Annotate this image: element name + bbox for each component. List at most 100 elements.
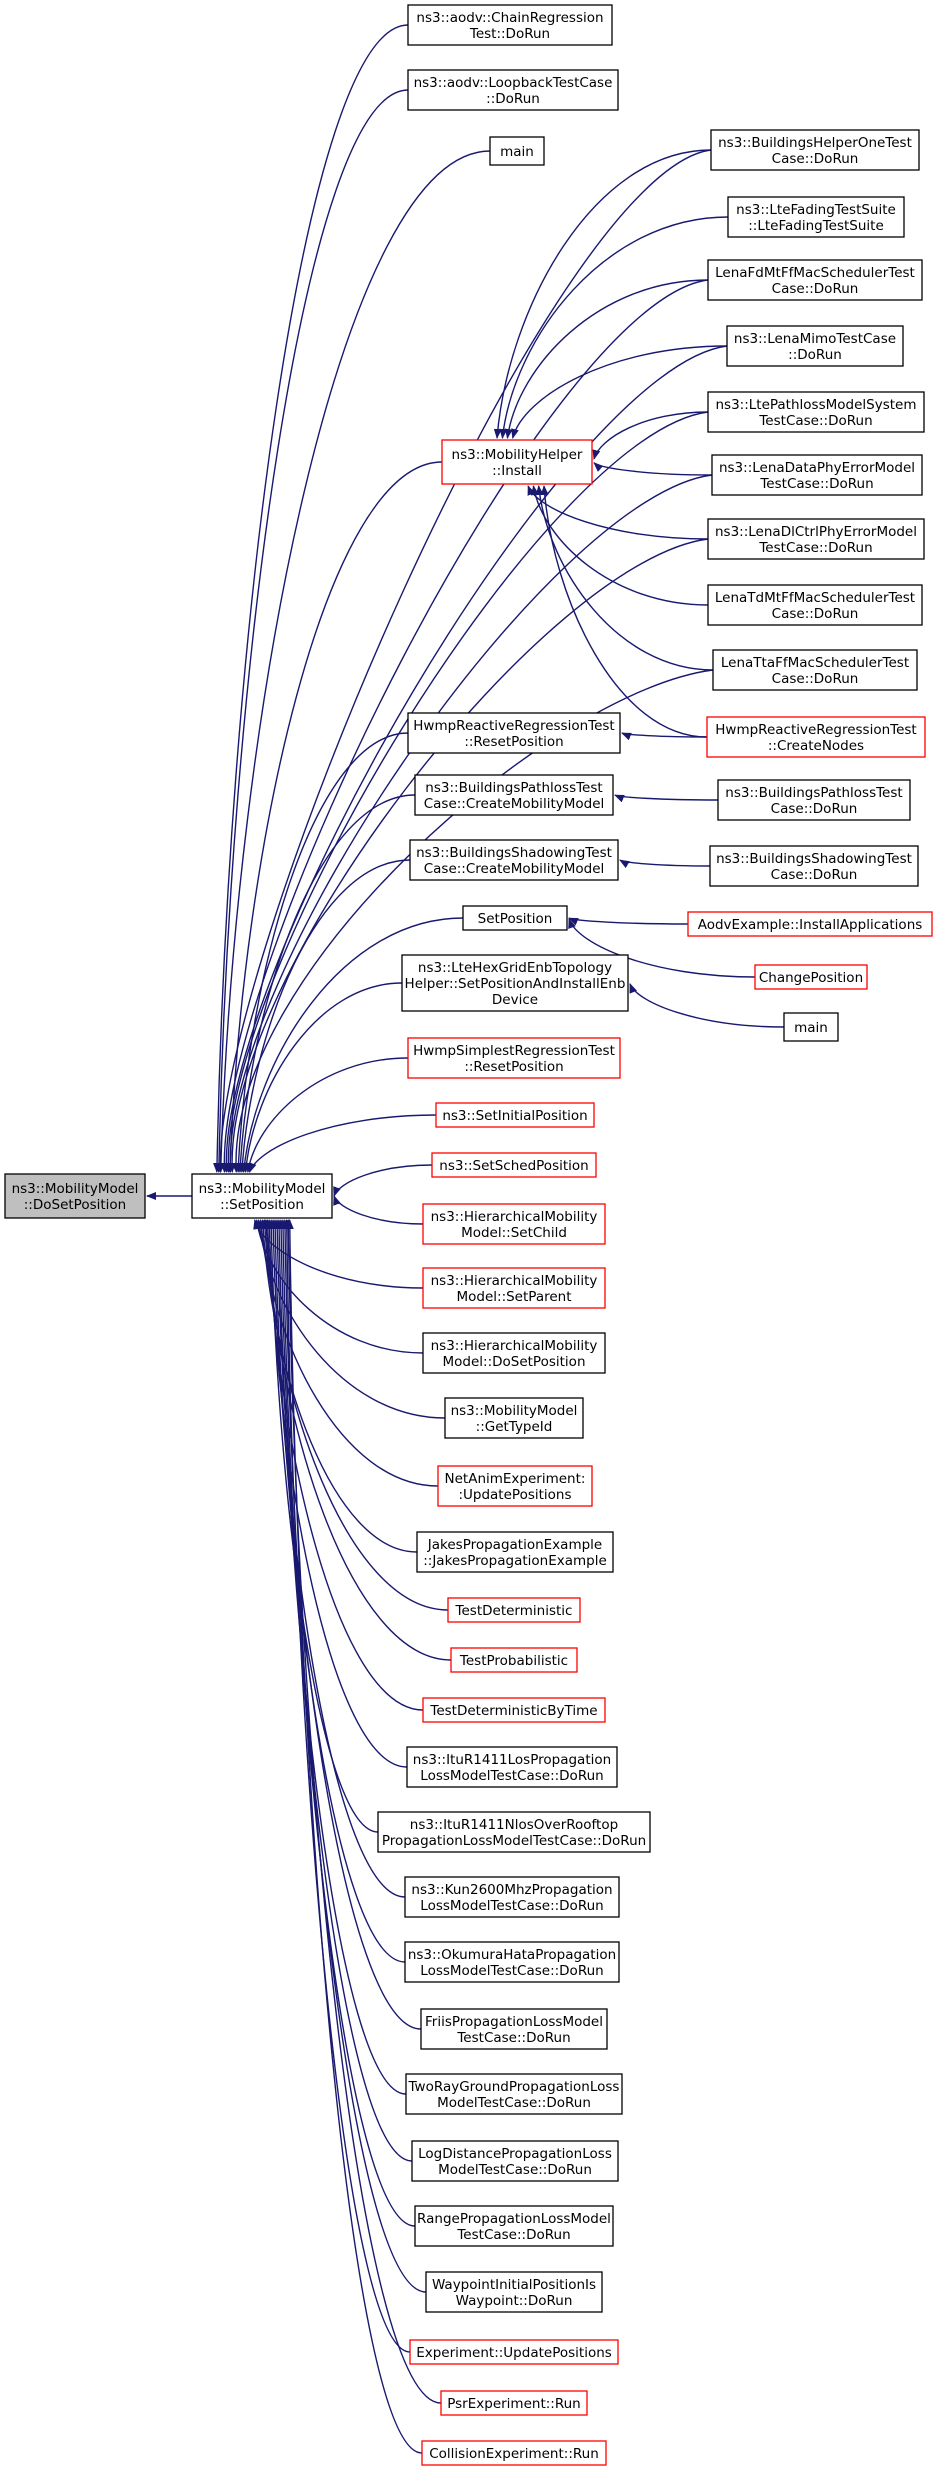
node-box <box>411 2140 619 2182</box>
graph-node-psr[interactable]: PsrExperiment::Run <box>440 2390 588 2416</box>
graph-node-main2[interactable]: main <box>783 1012 839 1042</box>
graph-node-aodvex[interactable]: AodvExample::InstallApplications <box>687 911 933 937</box>
graph-node-aodv-loop[interactable]: ns3::aodv::LoopbackTestCase::DoRun <box>407 69 619 111</box>
graph-node-collision[interactable]: CollisionExperiment::Run <box>421 2440 607 2466</box>
node-label: FriisPropagationLossModel <box>425 2014 603 2030</box>
graph-node-exp-update[interactable]: Experiment::UpdatePositions <box>409 2339 619 2365</box>
call-edge <box>225 474 713 1173</box>
graph-node-lenadlctrl[interactable]: ns3::LenaDlCtrlPhyErrorModelTestCase::Do… <box>707 518 925 560</box>
node-label: TestDeterministicByTime <box>429 1703 597 1719</box>
node-label: Case::CreateMobilityModel <box>424 796 605 812</box>
node-box <box>414 2205 614 2247</box>
graph-node-hwmp-reset[interactable]: HwmpReactiveRegressionTest::ResetPositio… <box>407 712 621 754</box>
node-label: AodvExample::InstallApplications <box>698 917 923 933</box>
graph-node-lenadata[interactable]: ns3::LenaDataPhyErrorModelTestCase::DoRu… <box>711 454 923 496</box>
node-label: ::DoRun <box>486 91 540 107</box>
node-label: Case::DoRun <box>772 671 859 687</box>
node-label: TestCase::DoRun <box>456 2030 570 2046</box>
graph-node-itunlos[interactable]: ns3::ItuR1411NlosOverRooftopPropagationL… <box>377 1811 651 1853</box>
node-label: ns3::MobilityModel <box>199 1181 326 1197</box>
graph-node-tworay[interactable]: TwoRayGroundPropagationLossModelTestCase… <box>405 2073 623 2115</box>
graph-node-mhinstall[interactable]: ns3::MobilityHelper::Install <box>441 439 593 485</box>
graph-node-jakes[interactable]: JakesPropagationExample::JakesPropagatio… <box>416 1531 614 1573</box>
graph-node-hier-doset[interactable]: ns3::HierarchicalMobilityModel::DoSetPos… <box>422 1332 606 1374</box>
call-edge <box>629 982 785 1028</box>
call-edge <box>216 150 491 1173</box>
graph-node-bsh-create[interactable]: ns3::BuildingsShadowingTestCase::CreateM… <box>409 839 619 881</box>
graph-node-ltefading[interactable]: ns3::LteFadingTestSuite::LteFadingTestSu… <box>727 196 905 238</box>
graph-node-testdettime[interactable]: TestDeterministicByTime <box>422 1697 606 1723</box>
call-edge <box>285 1219 423 2454</box>
node-label: TestCase::DoRun <box>758 413 872 429</box>
graph-node-changepos[interactable]: ChangePosition <box>754 964 868 990</box>
graph-node-lenamimo[interactable]: ns3::LenaMimoTestCase::DoRun <box>726 325 904 367</box>
graph-node-testprob[interactable]: TestProbabilistic <box>450 1647 578 1673</box>
node-label: ::JakesPropagationExample <box>423 1553 607 1569</box>
node-box <box>712 649 918 691</box>
graph-node-setinit[interactable]: ns3::SetInitialPosition <box>435 1102 595 1128</box>
graph-node-netanim[interactable]: NetAnimExperiment::UpdatePositions <box>437 1465 593 1507</box>
graph-node-okumura[interactable]: ns3::OkumuraHataPropagationLossModelTest… <box>404 1941 620 1983</box>
graph-node-setposition[interactable]: SetPosition <box>462 905 568 931</box>
node-box <box>435 1102 595 1128</box>
graph-node-ltepathloss[interactable]: ns3::LtePathlossModelSystemTestCase::DoR… <box>707 391 925 433</box>
node-box <box>707 259 923 301</box>
graph-node-hwmpsimplest[interactable]: HwmpSimplestRegressionTest::ResetPositio… <box>407 1037 621 1079</box>
graph-node-setpos[interactable]: ns3::MobilityModel::SetPosition <box>191 1173 333 1219</box>
node-label: ns3::SetInitialPosition <box>442 1108 587 1124</box>
node-label: ::DoSetPosition <box>24 1197 126 1213</box>
node-box <box>407 712 621 754</box>
node-label: HwmpReactiveRegressionTest <box>715 722 916 738</box>
node-box <box>687 911 933 937</box>
node-label: ::DoRun <box>788 347 842 363</box>
node-label: ModelTestCase::DoRun <box>438 2162 592 2178</box>
graph-node-doset[interactable]: ns3::MobilityModel::DoSetPosition <box>4 1173 146 1219</box>
node-box <box>407 1037 621 1079</box>
node-label: ns3::LenaDataPhyErrorModel <box>719 460 915 476</box>
graph-node-gettypeid[interactable]: ns3::MobilityModel::GetTypeId <box>444 1397 584 1439</box>
node-box <box>710 129 920 171</box>
call-edge <box>499 216 729 439</box>
call-edge <box>593 462 713 476</box>
graph-node-hwmp-create[interactable]: HwmpReactiveRegressionTest::CreateNodes <box>706 716 926 758</box>
graph-node-main1[interactable]: main <box>489 136 545 166</box>
graph-node-testdet[interactable]: TestDeterministic <box>447 1597 581 1623</box>
call-edge <box>220 279 709 1173</box>
node-label: TestCase::DoRun <box>759 476 873 492</box>
node-label: ns3::BuildingsPathlossTest <box>425 780 602 796</box>
graph-node-bpl-create[interactable]: ns3::BuildingsPathlossTestCase::CreateMo… <box>414 774 614 816</box>
graph-node-setsched[interactable]: ns3::SetSchedPosition <box>431 1152 597 1178</box>
node-box <box>754 964 868 990</box>
graph-node-ltehex[interactable]: ns3::LteHexGridEnbTopologyHelper::SetPos… <box>401 954 629 1012</box>
node-box <box>489 136 545 166</box>
call-edge <box>535 485 714 671</box>
call-edge <box>333 1164 433 1197</box>
node-box <box>425 2271 603 2313</box>
node-label: main <box>500 144 534 160</box>
call-edge <box>282 1219 411 2353</box>
node-box <box>441 439 593 485</box>
call-edge <box>216 149 712 1173</box>
graph-node-logdist[interactable]: LogDistancePropagationLossModelTestCase:… <box>411 2140 619 2182</box>
graph-node-kun[interactable]: ns3::Kun2600MhzPropagationLossModelTestC… <box>404 1876 620 1918</box>
node-label: ns3::aodv::ChainRegression <box>416 10 603 26</box>
node-label: ::ResetPosition <box>464 1059 563 1075</box>
node-label: LenaFdMtFfMacSchedulerTest <box>715 265 915 281</box>
graph-node-itulos[interactable]: ns3::ItuR1411LosPropagationLossModelTest… <box>406 1746 618 1788</box>
graph-node-hier-parent[interactable]: ns3::HierarchicalMobilityModel::SetParen… <box>422 1267 606 1309</box>
node-label: TestProbabilistic <box>459 1653 568 1669</box>
call-edge <box>540 485 708 738</box>
node-label: TwoRayGroundPropagationLoss <box>408 2079 620 2095</box>
call-edge <box>527 485 709 540</box>
